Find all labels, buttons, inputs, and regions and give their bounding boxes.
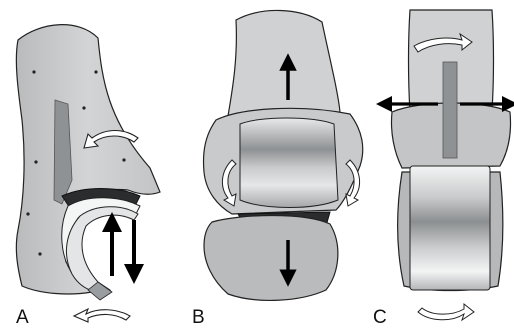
panel-a-tibia xyxy=(16,25,160,294)
panel-b-tibia xyxy=(228,10,340,116)
panel-a xyxy=(16,25,160,322)
panel-a-talar-component xyxy=(66,207,138,292)
panel-c xyxy=(384,10,511,320)
panel-label-b: B xyxy=(192,308,205,327)
panel-b-talus xyxy=(204,216,338,301)
panel-label-c: C xyxy=(373,308,387,327)
panel-label-a: A xyxy=(16,308,29,327)
panel-b xyxy=(204,10,363,300)
bottom-rotation-arrow-icon xyxy=(74,309,130,322)
panel-c-insert xyxy=(410,166,490,290)
panel-c-stem xyxy=(443,62,457,158)
bottom-rotation-arrow-icon xyxy=(418,304,474,320)
panel-b-talar-component xyxy=(240,118,338,208)
